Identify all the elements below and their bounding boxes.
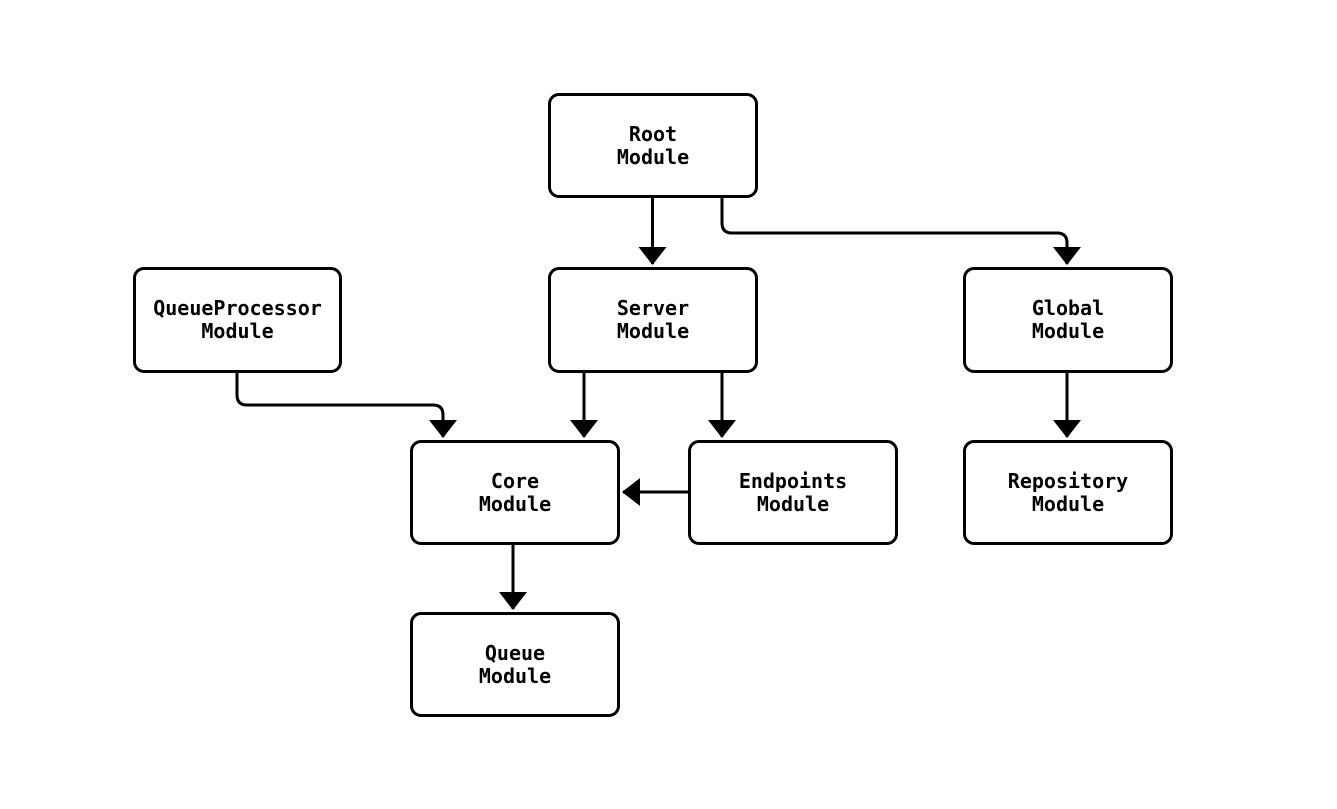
node-server-module: Server Module — [548, 267, 758, 373]
node-core-module-label: Core Module — [478, 468, 552, 516]
node-global-module-label: Global Module — [1031, 296, 1105, 343]
node-queue-module: Queue Module — [410, 612, 620, 717]
node-repository-module: Repository Module — [963, 440, 1173, 545]
node-global-module: Global Module — [963, 267, 1173, 373]
node-repository-module-label: Repository Module — [1007, 468, 1129, 516]
node-root-module: Root Module — [548, 93, 758, 198]
node-root-module-label: Root Module — [616, 121, 690, 169]
node-endpoints-module: Endpoints Module — [688, 440, 898, 545]
edge-root-to-global — [720, 198, 1081, 265]
node-queueprocessor-module: QueueProcessor Module — [133, 267, 342, 373]
node-endpoints-module-label: Endpoints Module — [738, 468, 848, 516]
node-queueprocessor-module-label: QueueProcessor Module — [153, 296, 322, 343]
node-core-module: Core Module — [410, 440, 620, 545]
edge-queueprocessor-to-core — [235, 373, 457, 438]
node-queue-module-label: Queue Module — [478, 640, 552, 688]
node-server-module-label: Server Module — [616, 296, 690, 343]
